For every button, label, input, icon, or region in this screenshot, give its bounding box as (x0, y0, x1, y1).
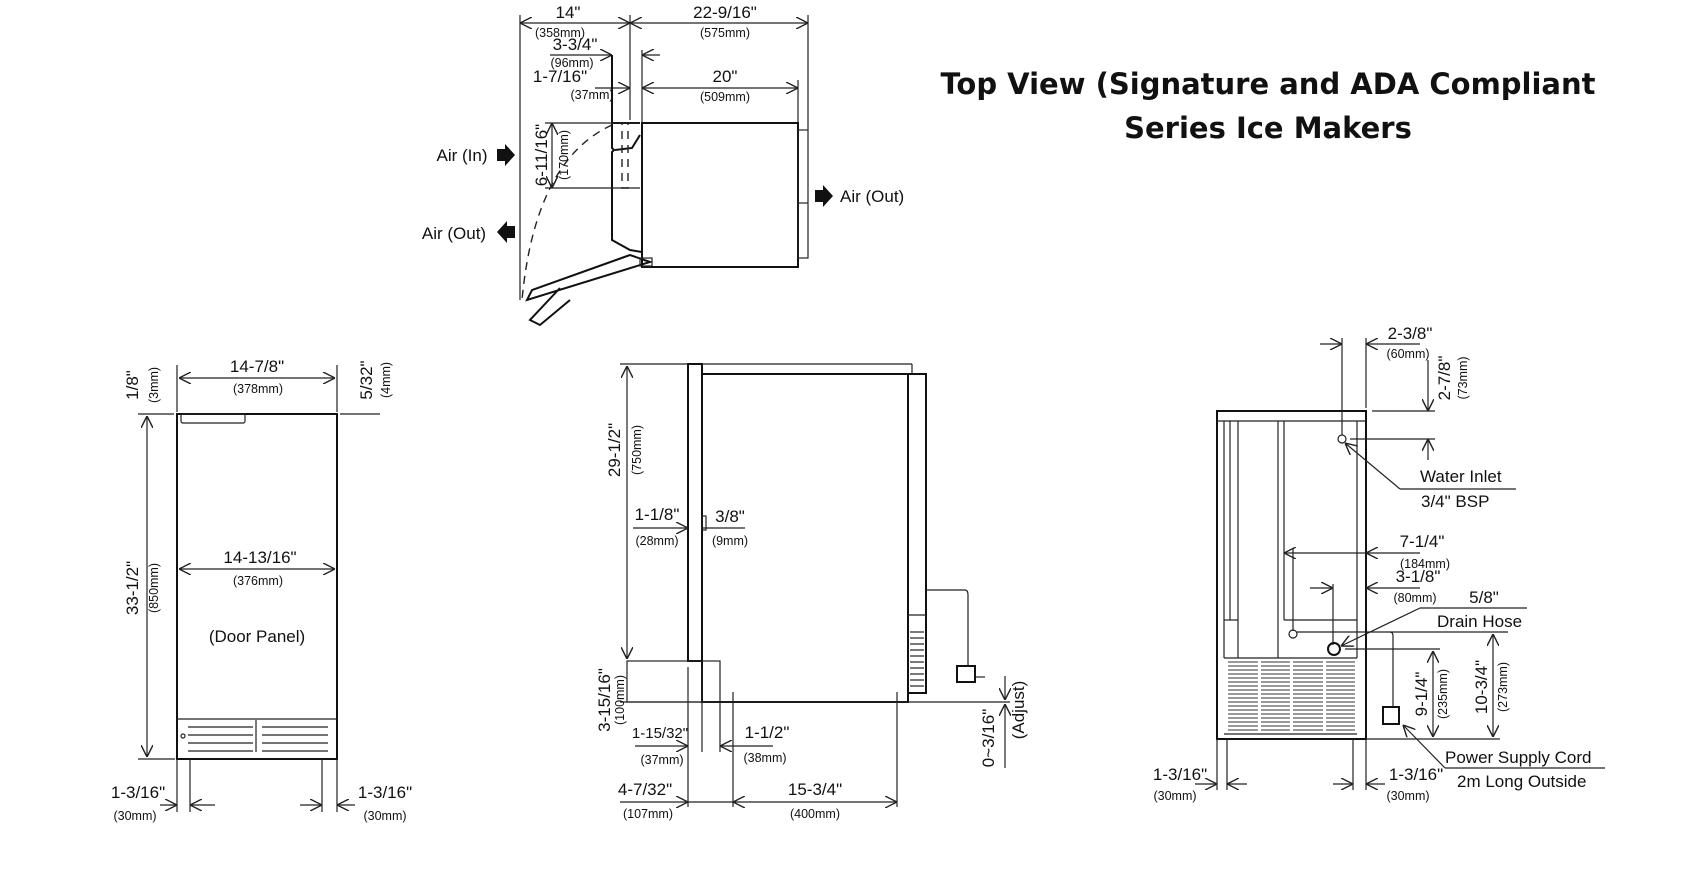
dim-rear-leg-right: 1-3/16" (1389, 765, 1443, 784)
title-line-1: Top View (Signature and ADA Compliant (940, 67, 1595, 101)
dim-base-offset1-mm: (37mm) (640, 753, 683, 767)
dim-leg-span: 15-3/4" (788, 780, 842, 799)
rear-panel (797, 129, 809, 259)
water-inlet-size: 3/4" BSP (1421, 492, 1489, 511)
door-open (525, 253, 654, 327)
dim-base-offset2: 1-1/2" (745, 723, 790, 742)
dim-width-top: 14-7/8" (230, 357, 284, 376)
dim-handle-mm: (9mm) (712, 534, 748, 548)
dim-cabinet-depth: 20" (713, 67, 738, 86)
dim-height-mm: (850mm) (147, 563, 161, 613)
dim-rear-leg-right-mm: (30mm) (1386, 789, 1429, 803)
dim-base-offset2-mm: (38mm) (743, 751, 786, 765)
water-inlet-icon (1337, 434, 1347, 444)
side-view: 29-1/2" (750mm) 1-1/8" (28mm) 3/8" (9mm)… (595, 363, 1028, 821)
side-door (687, 363, 703, 662)
power-cord (926, 589, 969, 666)
dim-drain-x1: 7-1/4" (1400, 532, 1445, 551)
rear-cabinet (1216, 410, 1367, 740)
dim-door-offset: 1-1/8" (635, 505, 680, 524)
dim-drain-h1: 9-1/4" (1412, 672, 1431, 717)
dim-rear-leg-left-mm: (30mm) (1153, 789, 1196, 803)
dim-side-height-mm: (750mm) (630, 425, 644, 475)
side-base (626, 660, 721, 703)
power-cord-label: Power Supply Cord (1445, 748, 1591, 767)
dim-top-left-gap: 1/8" (123, 370, 142, 400)
arrow-right-icon (497, 144, 515, 166)
dim-base-height: 3-15/16" (595, 668, 614, 732)
dim-inlet-x: 2-3/8" (1388, 324, 1433, 343)
dim-leg-right-mm: (30mm) (363, 809, 406, 823)
dim-base-height-mm: (100mm) (613, 675, 627, 725)
dim-width-top-mm: (378mm) (233, 382, 283, 396)
dim-top-left-gap-mm: (3mm) (147, 367, 161, 403)
dim-drain-x2: 3-1/8" (1396, 567, 1441, 586)
dim-base-offset1: 1-15/32" (632, 725, 688, 742)
dim-front-offset: 4-7/32" (618, 780, 672, 799)
water-inlet-label: Water Inlet (1420, 467, 1502, 486)
dim-door-thickness: 1-7/16" (533, 67, 587, 86)
rear-view: 2-3/8" (60mm) 2-7/8" (73mm) Water Inlet … (1153, 324, 1605, 803)
dim-top-right-gap-mm: (4mm) (379, 362, 393, 398)
dim-drain-x1-mm: (184mm) (1400, 557, 1450, 571)
dim-side-height: 29-1/2" (605, 423, 624, 477)
dim-unit-depth-mm: (575mm) (700, 26, 750, 40)
dim-cabinet-depth-mm: (509mm) (700, 90, 750, 104)
dim-drain-x2-mm: (80mm) (1393, 591, 1436, 605)
dim-overall-depth-mm: (358mm) (535, 26, 585, 40)
dim-leg-span-mm: (400mm) (790, 807, 840, 821)
power-cord-note: 2m Long Outside (1457, 772, 1586, 791)
drain-hose-label: Drain Hose (1437, 612, 1522, 631)
dim-top-right-gap: 5/32" (357, 360, 376, 399)
arrow-right-icon (815, 185, 833, 207)
dim-inlet-x-mm: (60mm) (1386, 347, 1429, 361)
air-out-right-label: Air (Out) (840, 187, 904, 206)
dim-door-swing: 3-3/4" (553, 35, 598, 54)
drain-hose-icon (1327, 642, 1341, 656)
dim-adjust: 0~3/16" (979, 709, 998, 768)
arrow-left-icon (497, 221, 515, 243)
door-closed (611, 122, 643, 253)
door-panel-label: (Door Panel) (209, 627, 305, 646)
front-view: 14-7/8" (378mm) 1/8" (3mm) 5/32" (4mm) 3… (111, 357, 412, 823)
top-view: 14" (358mm) 22-9/16" (575mm) 3-3/4" (96m… (422, 3, 904, 327)
dim-drain-h2: 10-3/4" (1472, 660, 1491, 714)
dim-panel-width: 14-13/16" (223, 548, 296, 567)
power-plug (956, 665, 976, 683)
dim-front-offset-mm: (107mm) (623, 807, 673, 821)
title-line-2: Series Ice Makers (1124, 111, 1412, 145)
dim-vent: 6-11/16" (532, 124, 551, 186)
dim-height: 33-1/2" (123, 561, 142, 615)
dim-inlet-y: 2-7/8" (1435, 356, 1454, 401)
dim-drain-h2-mm: (273mm) (1496, 662, 1510, 712)
door-panel-outline (176, 413, 338, 760)
dim-handle: 3/8" (715, 507, 745, 526)
dim-panel-width-mm: (376mm) (233, 574, 283, 588)
dim-door-thickness-mm: (37mm) (570, 88, 613, 102)
dim-leg-left: 1-3/16" (111, 783, 165, 802)
dim-leg-right: 1-3/16" (358, 783, 412, 802)
diagram-title: Top View (Signature and ADA Compliant Se… (940, 67, 1595, 145)
dim-door-swing-mm: (96mm) (550, 56, 593, 70)
dim-drain-h1-mm: (235mm) (1436, 669, 1450, 719)
cabinet-top-outline (641, 122, 799, 268)
air-out-left-label: Air (Out) (422, 224, 486, 243)
dim-door-offset-mm: (28mm) (635, 534, 678, 548)
dim-rear-leg-left: 1-3/16" (1153, 765, 1207, 784)
dim-unit-depth: 22-9/16" (693, 3, 757, 22)
air-in-label: Air (In) (437, 146, 488, 165)
door-swing-arc (521, 124, 613, 301)
dim-leg-left-mm: (30mm) (113, 809, 156, 823)
dim-inlet-y-mm: (73mm) (1456, 356, 1470, 399)
dim-overall-depth: 14" (556, 3, 581, 22)
drain-hose-size: 5/8" (1469, 588, 1499, 607)
rear-condenser-grille (1228, 661, 1355, 731)
adjust-note: (Adjust) (1009, 681, 1028, 740)
dim-vent-mm: (170mm) (557, 130, 571, 180)
front-grille (180, 720, 328, 752)
side-vent (910, 631, 924, 687)
power-plug-rear (1382, 706, 1400, 725)
